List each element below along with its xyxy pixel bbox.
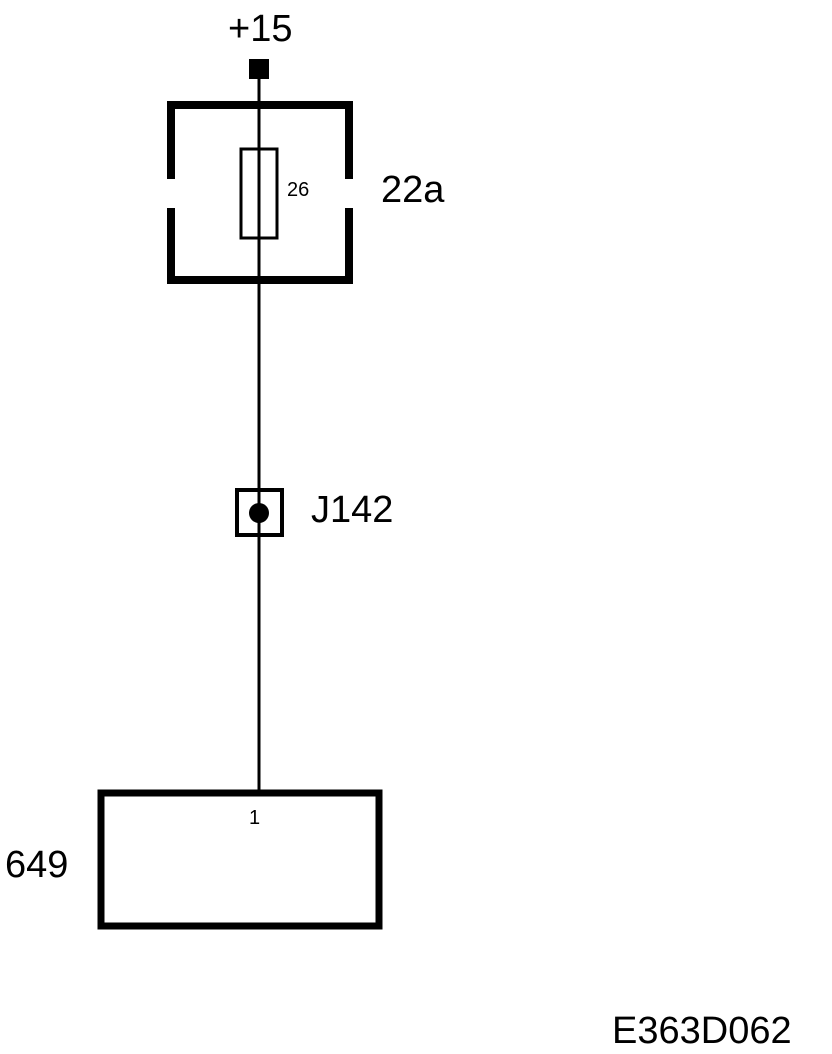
- junction-dot: [249, 503, 269, 523]
- component-box: [97, 789, 383, 930]
- fuse-box-outline-left: [167, 101, 353, 179]
- supply-terminal: [249, 59, 269, 79]
- junction-box: [235, 488, 284, 537]
- figure-code: E363D062: [612, 1010, 792, 1052]
- fuse-symbol: [239, 147, 279, 240]
- supply-label: +15: [228, 8, 292, 50]
- component-pin-label: 1: [249, 807, 260, 829]
- fuse-box-outline-right-bottom: [167, 208, 353, 284]
- component-label: 649: [5, 844, 68, 886]
- fuse-box: 26: [167, 101, 353, 284]
- junction: [235, 488, 284, 537]
- fuse-box-label: 22a: [381, 169, 445, 211]
- junction-label: J142: [311, 489, 393, 531]
- fuse-number: 26: [287, 179, 309, 201]
